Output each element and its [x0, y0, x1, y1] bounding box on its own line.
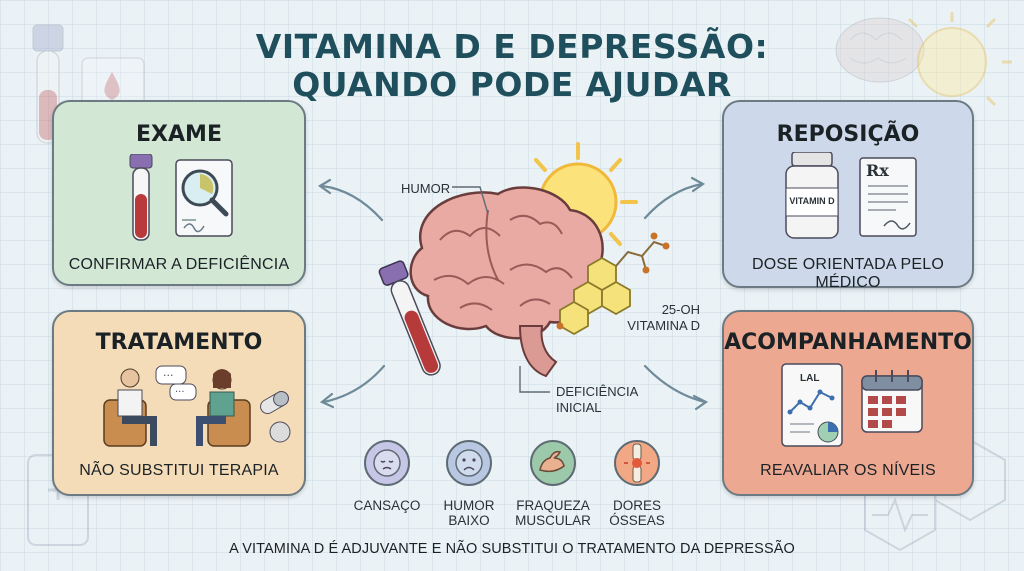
symptom-label: DORES ÓSSEAS: [592, 498, 682, 528]
sad-face-icon: [446, 440, 492, 486]
bg-brain-icon: [835, 17, 925, 83]
arrow-to-reposicao: [643, 182, 704, 220]
card-exame-heading: EXAME: [136, 122, 222, 147]
joint-pain-icon: [614, 440, 660, 486]
brain-icon: [409, 186, 604, 378]
card-acompanhamento-caption: REAVALIAR OS NÍVEIS: [760, 462, 936, 479]
deficiency-label-line-2: INICIAL: [556, 400, 602, 415]
symptom-line-1: HUMOR: [443, 498, 495, 513]
test-tube-and-report-icon: [129, 154, 233, 241]
symptom-line-1: DORES: [612, 498, 661, 513]
card-acompanhamento-heading: ACOMPANHAMENTO: [724, 330, 972, 355]
title-line-1: VITAMINA D E DEPRESSÃO:: [255, 27, 769, 66]
deficiency-label-line-1: DEFICIÊNCIA: [556, 384, 639, 399]
svg-text:···: ···: [175, 387, 185, 398]
center-illustration: [409, 142, 670, 393]
title-line-2: QUANDO PODE AJUDAR: [292, 65, 732, 104]
page-title: VITAMINA D E DEPRESSÃO: QUANDO PODE AJUD…: [200, 28, 824, 104]
card-tratamento-heading: TRATAMENTO: [95, 330, 263, 355]
symptom-line-2: ÓSSEAS: [609, 513, 665, 528]
muscle-arm-icon: [530, 440, 576, 486]
symptom-label: HUMOR BAIXO: [424, 498, 514, 528]
therapy-session-icon: ··· ···: [103, 365, 291, 447]
arrow-to-exame: [320, 184, 384, 222]
card-reposicao-caption: DOSE ORIENTADA PELO MÉDICO: [752, 256, 944, 291]
card-acompanhamento: ACOMPANHAMENTO LAL REAVALIAR OS NÍVEIS: [722, 310, 974, 496]
card-tratamento: TRATAMENTO ··· ··· NÃO SUBSTITUI TERAPIA: [52, 310, 306, 496]
tired-face-icon: [364, 440, 410, 486]
symptom-label: FRAQUEZA MUSCULAR: [508, 498, 598, 528]
vitamin-bottle-label: VITAMIN D: [789, 196, 835, 206]
card-exame-caption: CONFIRMAR A DEFICIÊNCIA: [68, 256, 290, 273]
lab-chart-and-calendar-icon: [781, 363, 923, 447]
vitamin-bottle-and-prescription-icon: [785, 152, 917, 239]
vitamin-d-molecule-icon: [559, 256, 631, 336]
card-reposicao: REPOSIÇÃO VITAMIN D Rx DOSE ORIENTADA PE…: [722, 100, 974, 291]
humor-label: HUMOR: [401, 181, 451, 196]
symptom-line-1: FRAQUEZA: [516, 498, 590, 513]
bg-sun-icon: [907, 12, 1012, 107]
symptom-label: CANSAÇO: [342, 498, 432, 513]
lab-chart-label: LAL: [800, 373, 820, 384]
vitamin-label-line-2: VITAMINA D: [627, 318, 700, 333]
footer-note: A VITAMINA D É ADJUVANTE E NÃO SUBSTITUI…: [229, 541, 795, 557]
vitamin-label-line-1: 25-OH: [661, 302, 700, 317]
arrow-to-tratamento: [322, 364, 386, 404]
card-reposicao-heading: REPOSIÇÃO: [776, 122, 920, 147]
symptoms-row: CANSAÇO HUMOR BAIXO FRAQUEZA MUSCULAR DO…: [340, 436, 680, 536]
symptom-line-2: MUSCULAR: [515, 513, 591, 528]
card-tratamento-caption: NÃO SUBSTITUI TERAPIA: [79, 462, 279, 479]
symptom-line-1: CANSAÇO: [353, 498, 421, 513]
card-exame: EXAME CONFIRMAR A DEFICIÊNCIA: [52, 100, 306, 286]
flow-arrows: [317, 176, 709, 411]
rx-symbol: Rx: [866, 161, 889, 180]
arrow-to-acompanhamento: [643, 364, 707, 404]
svg-text:···: ···: [163, 369, 174, 382]
center-test-tube-icon: [378, 260, 441, 376]
symptom-line-2: BAIXO: [448, 513, 490, 528]
